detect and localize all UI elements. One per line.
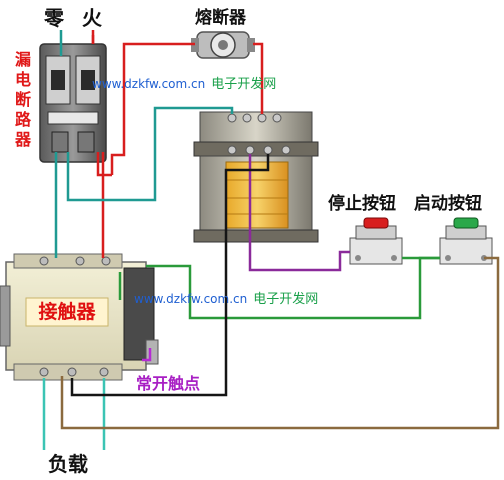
watermark-name: 电子开发网: [211, 77, 277, 92]
breaker-char: 漏: [14, 50, 31, 69]
fuse: [191, 31, 255, 59]
breaker-char: 电: [14, 70, 31, 89]
breaker-char: 路: [14, 110, 31, 129]
breaker-label: 漏 电 断 路 器: [12, 50, 34, 150]
wire-purple-transformer-stop: [248, 154, 350, 272]
live-label: 火: [82, 6, 102, 30]
wire-brown: [60, 256, 500, 430]
watermark-name: 电子开发网: [253, 292, 319, 307]
wire-cyan-transformer: [66, 106, 234, 202]
fuse-label: 熔断器: [195, 8, 246, 28]
breaker-char: 断: [14, 90, 31, 109]
leakage-breaker: [39, 43, 107, 163]
normally-open-contact-label: 常开触点: [136, 374, 201, 393]
load-label: 负载: [48, 452, 88, 476]
wire-green-contactor-start: [146, 256, 440, 320]
wire-red-fuse-out: [253, 42, 264, 114]
start-button[interactable]: [439, 217, 493, 265]
stop-button-label: 停止按钮: [328, 194, 396, 214]
breaker-char: 器: [14, 130, 31, 149]
start-button-label: 启动按钮: [414, 194, 482, 214]
watermark: www.dzkfw.com.cn 电子开发网: [92, 78, 276, 91]
watermark: www.dzkfw.com.cn 电子开发网: [134, 293, 318, 306]
wire-red-fuse-in: [110, 42, 195, 175]
contactor: [0, 253, 159, 381]
wire-purple-contact: [142, 348, 152, 362]
neutral-label: 零: [44, 6, 64, 30]
watermark-url: www.dzkfw.com.cn: [134, 292, 248, 306]
stop-button[interactable]: [349, 217, 403, 265]
wire-red-breaker-bottom: [96, 152, 112, 177]
contactor-label: 接触器: [38, 301, 96, 323]
watermark-url: www.dzkfw.com.cn: [92, 77, 206, 91]
wire-black: [70, 154, 270, 397]
control-transformer: [193, 111, 319, 243]
